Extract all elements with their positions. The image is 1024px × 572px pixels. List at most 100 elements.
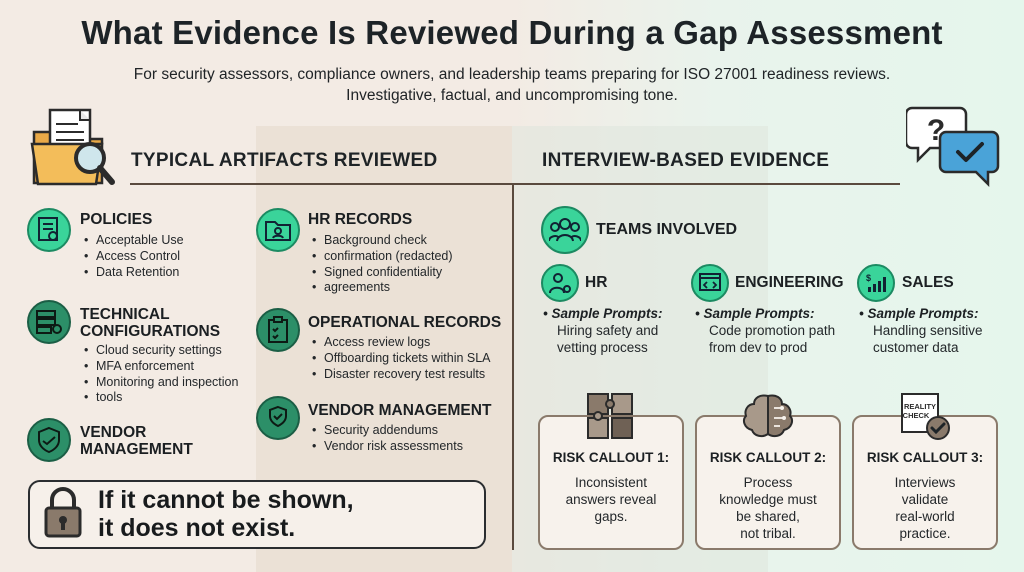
risk-line: practice. (899, 526, 951, 541)
risk-callout-3-title: RISK CALLOUT 3: (866, 450, 984, 465)
list-item: MFA enforcement (82, 359, 238, 375)
operational-list: Access review logs Offboarding tickets w… (310, 335, 491, 382)
list-item: Access Control (82, 249, 184, 265)
brain-circuit-icon (743, 394, 793, 438)
artifacts-heading: TYPICAL ARTIFACTS REVIEWED (131, 150, 438, 171)
chart-growth-icon: $ (857, 264, 895, 302)
list-item: Vendor risk assessments (310, 439, 463, 455)
risk-callout-1-title: RISK CALLOUT 1: (552, 450, 670, 465)
certificate-icon (27, 208, 71, 252)
page-title: What Evidence Is Reviewed During a Gap A… (81, 14, 943, 51)
interview-rule (512, 183, 900, 185)
team-hr-prompt-label: • Sample Prompts: (543, 306, 663, 321)
policies-title: POLICIES (80, 211, 153, 228)
list-item: Access review logs (310, 335, 491, 351)
prompt-label-text: Sample Prompts: (703, 306, 815, 321)
risk-line: answers reveal (565, 492, 657, 507)
risk-line: Inconsistent (574, 475, 648, 490)
risk-line: not tribal. (740, 526, 796, 541)
column-divider (512, 183, 514, 550)
puzzle-icon (587, 393, 633, 439)
hand-shield-icon (256, 396, 300, 440)
team-engineering-prompt-label: • Sample Prompts: (695, 306, 815, 321)
reality-label: REALITY (904, 402, 936, 411)
vendor-left-title-line-1: VENDOR (80, 424, 147, 441)
prompt-line: Code promotion path (709, 323, 836, 338)
artifacts-rule (130, 183, 512, 185)
team-sales-title: SALES (902, 274, 954, 291)
chat-question-check-icon: ? (906, 106, 1000, 188)
people-group-icon (541, 206, 589, 254)
list-item-continuation: confirmation (redacted) (310, 249, 453, 265)
callout-line-2: it does not exist. (98, 514, 296, 542)
id-folder-icon (256, 208, 300, 252)
risk-callout-2-title: RISK CALLOUT 2: (709, 450, 827, 465)
team-hr-title: HR (585, 274, 608, 291)
page-subtitle: For security assessors, compliance owner… (80, 64, 944, 106)
operational-title: OPERATIONAL RECORDS (308, 314, 502, 331)
prompt-line: Handling sensitive (873, 323, 983, 338)
list-item-continuation: agreements (310, 280, 453, 296)
team-hr-prompt: Hiring safety and vetting process (557, 322, 658, 356)
list-item: Cloud security settings (82, 343, 238, 359)
risk-callout-2-box (695, 415, 841, 550)
server-gear-icon (27, 300, 71, 344)
person-gear-icon (541, 264, 579, 302)
risk-line: be shared, (736, 509, 800, 524)
team-sales-prompt: Handling sensitive customer data (873, 322, 983, 356)
prompt-line: Hiring safety and (557, 323, 659, 338)
team-engineering-title: ENGINEERING (735, 274, 844, 291)
risk-line: real-world (895, 509, 955, 524)
teams-heading: TEAMS INVOLVED (596, 221, 738, 238)
evidence-callout-text: If it cannot be shown, it does not exist… (98, 486, 354, 542)
technical-title-line-1: TECHNICAL (80, 306, 170, 323)
padlock-icon (44, 487, 82, 538)
prompt-line: customer data (873, 340, 959, 355)
callout-line-1: If it cannot be shown, (98, 486, 354, 514)
vendor-right-list: Security addendums Vendor risk assessmen… (310, 423, 463, 455)
prompt-line: vetting process (557, 340, 648, 355)
list-item: Background check (310, 233, 453, 249)
subtitle-line-1: For security assessors, compliance owner… (133, 66, 891, 83)
risk-line: gaps. (594, 509, 628, 524)
interview-heading: INTERVIEW-BASED EVIDENCE (542, 150, 830, 171)
list-item: Offboarding tickets within SLA (310, 351, 491, 367)
risk-line: Interviews (894, 475, 956, 490)
prompt-line: from dev to prod (709, 340, 808, 355)
list-item: Disaster recovery test results (310, 367, 491, 383)
hr-records-list: Background check confirmation (redacted)… (310, 233, 453, 296)
code-window-icon (691, 264, 729, 302)
handshake-shield-icon (27, 418, 71, 462)
technical-title: TECHNICAL CONFIGURATIONS (80, 306, 220, 340)
list-item: Security addendums (310, 423, 463, 439)
list-item-continuation: tools (82, 390, 238, 406)
list-item: Monitoring and inspection (82, 375, 238, 391)
risk-callout-3-box (852, 415, 998, 550)
risk-line: validate (901, 492, 949, 507)
list-item: Acceptable Use (82, 233, 184, 249)
policies-list: Acceptable Use Access Control Data Reten… (82, 233, 184, 280)
risk-line: knowledge must (719, 492, 817, 507)
risk-callout-2-text: Process knowledge must be shared, not tr… (695, 474, 841, 542)
dollar-sign: $ (866, 273, 871, 283)
team-engineering-prompt: Code promotion path from dev to prod (709, 322, 835, 356)
hr-records-title: HR RECORDS (308, 211, 413, 228)
vendor-left-title: VENDOR MANAGEMENT (80, 424, 193, 458)
folder-search-icon (30, 108, 115, 186)
vendor-right-title: VENDOR MANAGEMENT (308, 402, 492, 419)
risk-callout-3-text: Interviews validate real-world practice. (852, 474, 998, 542)
prompt-label-text: Sample Prompts: (551, 306, 663, 321)
clipboard-check-icon (256, 308, 300, 352)
list-item: Signed confidentiality (310, 265, 453, 281)
team-sales-prompt-label: • Sample Prompts: (859, 306, 979, 321)
prompt-label-text: Sample Prompts: (867, 306, 979, 321)
vendor-left-title-line-2: MANAGEMENT (80, 441, 193, 458)
subtitle-line-2: Investigative, factual, and uncompromisi… (346, 87, 678, 104)
technical-title-line-2: CONFIGURATIONS (80, 323, 221, 340)
technical-list: Cloud security settings MFA enforcement … (82, 343, 238, 406)
risk-callout-1-text: Inconsistent answers reveal gaps. (538, 474, 684, 525)
risk-line: Process (743, 475, 793, 490)
evidence-callout-box (28, 480, 486, 549)
check-label: CHECK (903, 411, 930, 420)
reality-check-icon: REALITY CHECK (901, 393, 950, 440)
